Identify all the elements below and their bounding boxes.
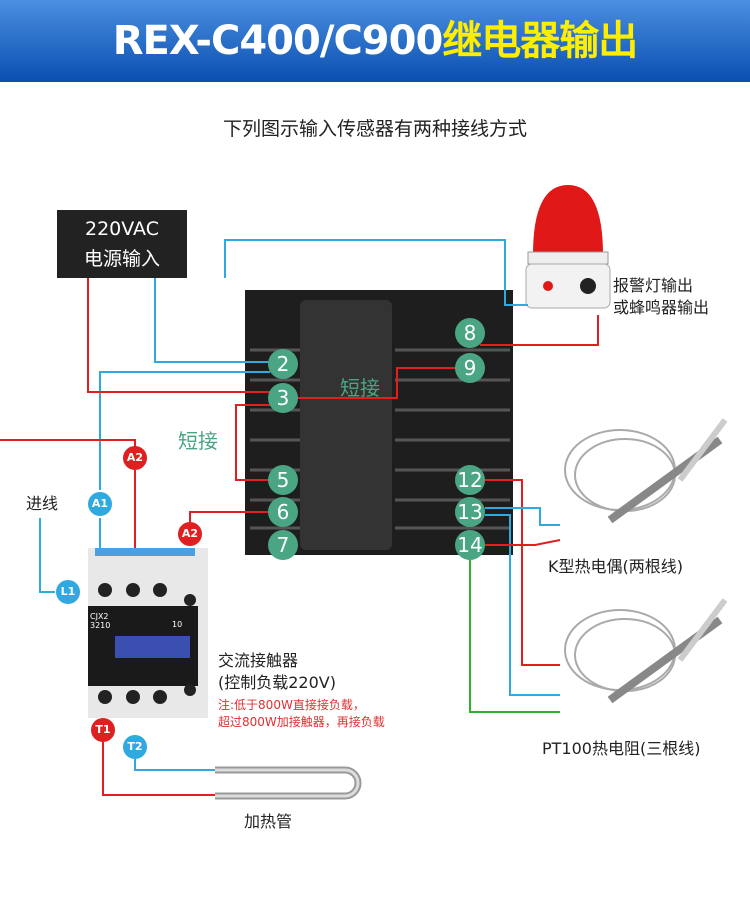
contactor-label-line2: (控制负载220V) [218, 673, 336, 692]
short-label-2: 短接 [178, 429, 218, 453]
k-thermocouple-icon [564, 418, 728, 524]
wires [0, 239, 599, 796]
pt100-sensor-icon [564, 598, 728, 704]
power-input-box: 220VAC 电源输入 [57, 210, 187, 278]
terminal-14: 14 [455, 530, 485, 560]
terminal-7: 7 [268, 530, 298, 560]
model-line2: 3210 [90, 621, 111, 630]
contactor-code: 10 [172, 620, 183, 629]
note-line1: 注:低于800W直接接负载， [218, 698, 365, 712]
heater-tube-icon [215, 766, 362, 800]
page-header: REX-C400/C900继电器输出 [0, 0, 750, 82]
alarm-label: 报警灯输出或蜂鸣器输出 [613, 275, 709, 319]
short-label-1: 短接 [340, 376, 380, 400]
note-line2: 超过800W加接触器，再接负载 [218, 715, 385, 729]
alarm-label-line1: 报警灯输出 [613, 276, 694, 295]
badge-t1: T1 [91, 718, 115, 742]
title-model: REX-C400/C900 [112, 18, 444, 64]
title-relay-output: 继电器输出 [442, 18, 638, 64]
contactor-note: 注:低于800W直接接负载， 超过800W加接触器，再接负载 [218, 697, 385, 731]
badge-a2-top: A2 [123, 446, 147, 470]
model-line1: CJX2 [90, 612, 109, 621]
terminal-8: 8 [455, 318, 485, 348]
power-voltage: 220VAC [85, 218, 159, 240]
power-label: 电源输入 [83, 248, 160, 270]
terminal-5: 5 [268, 465, 298, 495]
heater-label: 加热管 [244, 812, 293, 831]
terminal-9: 9 [455, 353, 485, 383]
terminal-2: 2 [268, 349, 298, 379]
badge-a1: A1 [88, 492, 112, 516]
terminal-6: 6 [268, 497, 298, 527]
terminal-12: 12 [455, 465, 485, 495]
pt100-label: PT100热电阻(三根线) [542, 739, 701, 758]
incoming-label: 进线 [26, 494, 59, 513]
terminal-dividers [250, 348, 510, 530]
badge-t2: T2 [123, 735, 147, 759]
alarm-light-icon [525, 185, 611, 309]
subtitle: 下列图示输入传感器有两种接线方式 [222, 118, 527, 140]
contactor-label: 交流接触器 (控制负载220V) [218, 650, 336, 694]
controller-front [300, 300, 392, 550]
contactor-icon [88, 548, 208, 718]
badge-a2-side: A2 [178, 522, 202, 546]
terminal-3: 3 [268, 383, 298, 413]
badge-l1: L1 [56, 580, 80, 604]
k-thermocouple-label: K型热电偶(两根线) [548, 557, 683, 576]
terminal-13: 13 [455, 497, 485, 527]
contactor-label-line1: 交流接触器 [218, 651, 299, 670]
alarm-label-line2: 或蜂鸣器输出 [613, 298, 710, 317]
